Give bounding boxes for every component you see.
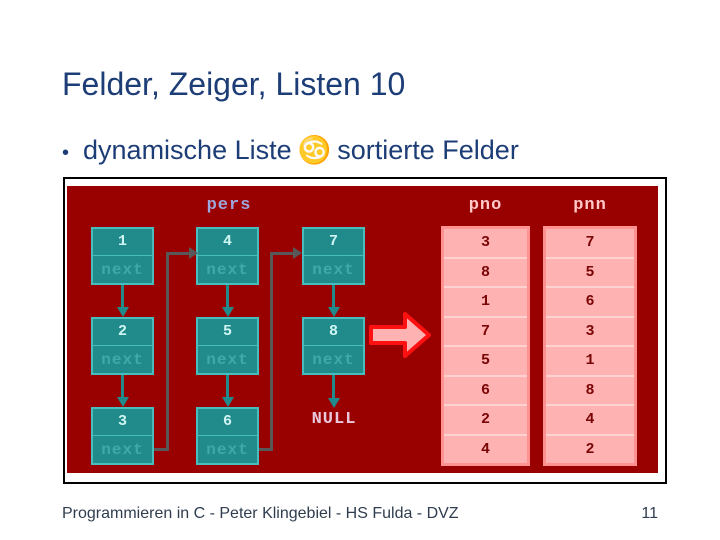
array-cell: 3 bbox=[546, 315, 634, 346]
array-pno-label: pno bbox=[468, 196, 503, 215]
bullet-text-before: dynamische Liste bbox=[83, 135, 292, 165]
array-cell: 6 bbox=[444, 374, 527, 405]
array-cell: 1 bbox=[444, 286, 527, 316]
node-next-label: next bbox=[206, 440, 249, 459]
list-node: 3 next bbox=[91, 407, 154, 465]
array-pnn: 7 5 6 3 1 8 4 2 bbox=[543, 226, 637, 466]
array-cell: 4 bbox=[546, 404, 634, 434]
array-cell: 1 bbox=[546, 345, 634, 375]
footer-text: Programmieren in C - Peter Klingebiel - … bbox=[62, 505, 459, 522]
node-next-label: next bbox=[312, 260, 355, 279]
list-node: 6 next bbox=[196, 407, 259, 465]
pointer-link-line bbox=[270, 252, 273, 451]
page-number: 11 bbox=[641, 505, 658, 522]
right-arrowhead-icon bbox=[189, 247, 198, 259]
node-next-label: next bbox=[101, 260, 144, 279]
list-node: 4 next bbox=[196, 227, 259, 285]
list-node: 2 next bbox=[91, 317, 154, 375]
node-next-label: next bbox=[206, 260, 249, 279]
bullet-item: • dynamische Liste ♋ sortierte Felder bbox=[62, 134, 519, 169]
node-value: 5 bbox=[198, 319, 257, 346]
node-value: 4 bbox=[198, 229, 257, 256]
node-next-label: next bbox=[312, 350, 355, 369]
array-cell: 2 bbox=[444, 404, 527, 434]
node-value: 6 bbox=[198, 409, 257, 436]
down-arrow-icon bbox=[327, 375, 340, 408]
list-name-label: pers bbox=[206, 196, 252, 215]
right-arrowhead-icon bbox=[293, 247, 302, 259]
node-next-label: next bbox=[101, 350, 144, 369]
array-cell: 2 bbox=[546, 433, 634, 464]
list-node: 5 next bbox=[196, 317, 259, 375]
down-arrow-icon bbox=[327, 285, 340, 317]
diagram-canvas: pers pno pnn 1 next 2 next 3 next 4 next bbox=[67, 186, 658, 473]
array-cell: 8 bbox=[546, 374, 634, 405]
big-right-arrow-icon bbox=[369, 312, 431, 358]
diagram-image: pers pno pnn 1 next 2 next 3 next 4 next bbox=[63, 177, 667, 484]
array-cell: 8 bbox=[444, 256, 527, 287]
array-cell: 4 bbox=[444, 433, 527, 464]
node-next-label: next bbox=[101, 440, 144, 459]
pointer-link-line bbox=[259, 448, 270, 451]
array-pno: 3 8 1 7 5 6 2 4 bbox=[441, 226, 530, 466]
list-node: 8 next bbox=[302, 317, 365, 375]
pointer-link-line bbox=[270, 252, 293, 255]
array-cell: 5 bbox=[546, 256, 634, 287]
pointer-link-line bbox=[166, 252, 169, 451]
array-cell: 7 bbox=[585, 234, 595, 252]
pointer-link-line bbox=[154, 448, 166, 451]
array-pnn-label: pnn bbox=[573, 196, 607, 215]
array-cell: 6 bbox=[546, 286, 634, 316]
down-arrow-icon bbox=[116, 285, 129, 317]
pointer-link-line bbox=[166, 252, 189, 255]
node-value: 7 bbox=[304, 229, 363, 256]
array-cell: 3 bbox=[480, 234, 490, 252]
node-value: 1 bbox=[93, 229, 152, 256]
list-node: 7 next bbox=[302, 227, 365, 285]
bullet-text-after: sortierte Felder bbox=[337, 135, 519, 165]
node-value: 3 bbox=[93, 409, 152, 436]
list-node: 1 next bbox=[91, 227, 154, 285]
array-cell: 7 bbox=[444, 315, 527, 346]
down-arrow-icon bbox=[116, 375, 129, 407]
null-terminator-label: NULL bbox=[311, 410, 357, 429]
down-arrow-icon bbox=[221, 285, 234, 317]
array-cell: 5 bbox=[444, 345, 527, 375]
node-value: 8 bbox=[304, 319, 363, 346]
page-title: Felder, Zeiger, Listen 10 bbox=[62, 66, 406, 102]
node-value: 2 bbox=[93, 319, 152, 346]
down-arrow-icon bbox=[221, 375, 234, 407]
maps-to-symbol-icon: ♋ bbox=[297, 135, 332, 165]
bullet-icon: • bbox=[62, 142, 70, 164]
node-next-label: next bbox=[206, 350, 249, 369]
